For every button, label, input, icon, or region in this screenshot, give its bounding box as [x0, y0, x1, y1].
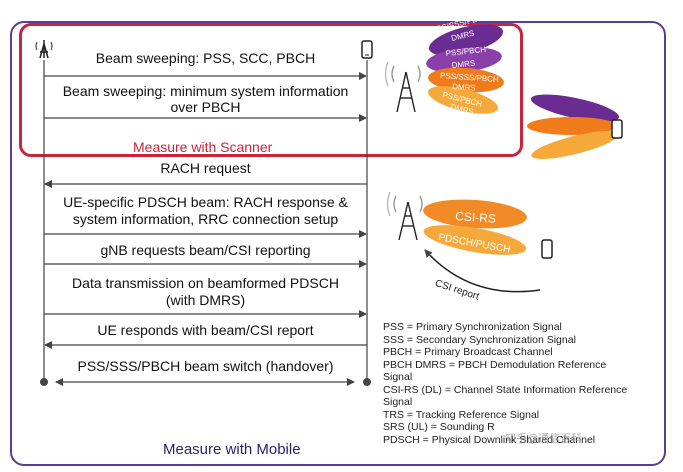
message-beam-sweeping-1: Beam sweeping: PSS, SCC, PBCH: [95, 50, 316, 66]
legend-item: CSI-RS (DL) = Channel State Information …: [383, 383, 628, 396]
beam-3: [428, 67, 504, 93]
beam-4: [427, 86, 499, 114]
message-data-transmission-b: (with DMRS): [165, 292, 246, 308]
legend-item: PDSCH = Physical Downlink Shared Channel: [383, 433, 596, 446]
ue-end-dot: [363, 378, 371, 386]
beam-label-b2b: DMRS: [451, 59, 475, 70]
legend-item: Signal: [383, 396, 413, 408]
beam-csirs: [423, 199, 527, 229]
watermark: 知乎@通信百科: [505, 433, 583, 445]
legend-item: PBCH = Primary Broadcast Channel: [383, 346, 553, 358]
message-beam-switch: PSS/SSS/PBCH beam switch (handover): [77, 358, 334, 374]
ue-beams: [527, 94, 620, 159]
message-gnb-requests: gNB requests beam/CSI reporting: [100, 242, 311, 258]
message-data-transmission-a: Data transmission on beamformed PDSCH: [72, 275, 339, 291]
legend-item: Signal: [383, 371, 413, 383]
beam-pdsch: [423, 225, 527, 255]
csi-beams: [423, 199, 527, 255]
scanner-highlight-box: [19, 23, 523, 157]
beam-2: [426, 47, 502, 73]
caption-measure-scanner: Measure with Scanner: [133, 139, 273, 155]
beam-1: [428, 24, 504, 56]
gnb-tower-icon: [35, 40, 53, 59]
abbreviation-legend: PSS = Primary Synchronization Signal SSS…: [383, 321, 627, 446]
csi-report-arrow: [424, 249, 541, 293]
caption-measure-mobile: Measure with Mobile: [163, 441, 301, 458]
csi-tower-icon: [386, 191, 423, 241]
ue-phone-csi-icon: [541, 239, 553, 259]
ue-phone-right-icon: [611, 119, 623, 139]
message-pdsch-beam-b: system information, RRC connection setup: [72, 211, 339, 227]
legend-item: SSS = Secondary Synchronization Signal: [383, 333, 576, 346]
legend-item: TRS = Tracking Reference Signal: [383, 408, 540, 421]
legend-item: PBCH DMRS = PBCH Demodulation Reference: [383, 358, 607, 371]
message-beam-sweeping-2a: Beam sweeping: minimum system informatio…: [62, 83, 349, 99]
message-rach-request: RACH request: [160, 160, 251, 176]
ssb-beams: [426, 24, 504, 114]
legend-item: SRS (UL) = Sounding R: [383, 421, 495, 433]
gnb-end-dot: [40, 378, 48, 386]
beam-label-csirs: CSI-RS: [455, 209, 497, 226]
ue-phone-icon: [361, 40, 373, 59]
beam-label-b2: PSS/PBCH: [445, 45, 486, 58]
legend-item: PSS = Primary Synchronization Signal: [383, 321, 562, 333]
beam-label-b3b: DMRS: [452, 82, 476, 93]
beam-label-b3: PSS/SSS/PBCH: [440, 71, 499, 84]
message-ue-responds: UE responds with beam/CSI report: [97, 322, 314, 338]
scanner-tower-icon: [384, 61, 421, 113]
message-beam-sweeping-2b: over PBCH: [170, 99, 241, 115]
outer-frame: [10, 21, 666, 466]
message-pdsch-beam-a: UE-specific PDSCH beam: RACH response &: [63, 194, 348, 210]
